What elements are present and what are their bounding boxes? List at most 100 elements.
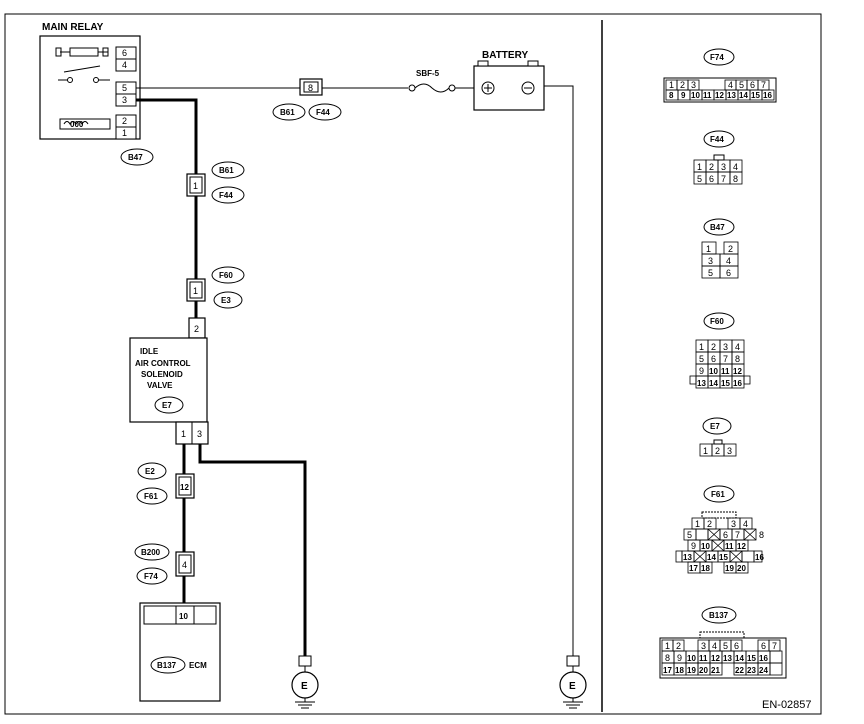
fuse-conn-pin: 8 [308, 83, 313, 93]
svg-text:4: 4 [743, 519, 748, 529]
svg-text:14: 14 [739, 91, 748, 100]
svg-text:3: 3 [691, 80, 696, 90]
svg-text:F44: F44 [710, 135, 724, 144]
connector-b61-f44-top-inner [303, 81, 319, 93]
wire-relay-to-iac [136, 98, 198, 174]
svg-text:13: 13 [727, 91, 736, 100]
relay-coil-lower-mark: 000 [70, 120, 84, 129]
relay-contact-a [67, 77, 73, 83]
svg-text:16: 16 [759, 654, 768, 663]
svg-text:16: 16 [733, 379, 742, 388]
svg-text:E2: E2 [145, 467, 155, 476]
svg-text:9: 9 [677, 653, 682, 663]
svg-text:4: 4 [735, 342, 740, 352]
svg-text:22: 22 [735, 666, 744, 675]
iac-label-1: IDLE [140, 347, 159, 356]
svg-text:16: 16 [763, 91, 772, 100]
ecm-pin: 10 [179, 612, 188, 621]
svg-text:13: 13 [697, 379, 706, 388]
svg-text:7: 7 [772, 641, 777, 651]
svg-text:7: 7 [735, 530, 740, 540]
iac-label-3: SOLENOID [141, 370, 183, 379]
tag-b61-top: B61 [272, 103, 306, 121]
svg-text:11: 11 [699, 654, 708, 663]
tag-b47: B47 [120, 148, 154, 166]
svg-text:5: 5 [739, 80, 744, 90]
svg-text:20: 20 [699, 666, 708, 675]
svg-text:2: 2 [728, 244, 733, 254]
svg-text:2: 2 [711, 342, 716, 352]
svg-text:2: 2 [715, 446, 720, 456]
iac-out-pin-b: 3 [197, 429, 202, 439]
svg-text:B200: B200 [141, 548, 161, 557]
wire-iac-to-ground [198, 444, 307, 656]
svg-text:15: 15 [719, 553, 728, 562]
svg-text:9: 9 [699, 366, 704, 376]
svg-text:3: 3 [731, 519, 736, 529]
ground-right-label: E [569, 681, 576, 692]
svg-text:12: 12 [711, 654, 720, 663]
tag-b137: B137 [150, 656, 186, 674]
svg-text:18: 18 [701, 564, 710, 573]
svg-text:9: 9 [691, 541, 696, 551]
svg-text:13: 13 [723, 654, 732, 663]
relay-pin-block [115, 46, 137, 140]
ground-right-connector [566, 655, 580, 667]
svg-text:20: 20 [737, 564, 746, 573]
svg-text:8: 8 [759, 530, 764, 540]
fuse-terminal-right [448, 84, 456, 92]
svg-text:10: 10 [687, 654, 696, 663]
relay-pin-4: 4 [122, 60, 127, 70]
svg-text:14: 14 [707, 553, 716, 562]
svg-text:F61: F61 [144, 492, 158, 501]
legend-f60: F60 1 2 3 4 5 6 7 8 9 10 11 12 13 14 15 … [689, 312, 751, 389]
svg-text:1: 1 [706, 244, 711, 254]
svg-text:6: 6 [761, 641, 766, 651]
iac-label-2: AIR CONTROL [135, 359, 191, 368]
svg-text:8: 8 [733, 174, 738, 184]
svg-text:F44: F44 [316, 108, 330, 117]
ecm-label: ECM [189, 661, 207, 670]
tag-f60: F60 [211, 266, 245, 284]
svg-text:8: 8 [669, 91, 674, 100]
connector-b61-f44-top [299, 78, 323, 96]
svg-text:B61: B61 [280, 108, 295, 117]
main-relay-label: MAIN RELAY [42, 22, 104, 33]
tag-e3: E3 [213, 291, 243, 309]
fuse-terminal-left [408, 84, 416, 92]
svg-text:7: 7 [761, 80, 766, 90]
iac-in-pin: 2 [194, 324, 199, 334]
svg-text:10: 10 [691, 91, 700, 100]
svg-text:4: 4 [726, 256, 731, 266]
svg-text:11: 11 [725, 542, 734, 551]
svg-text:24: 24 [759, 666, 768, 675]
legend-f44: F44 1 2 3 4 5 6 7 8 [693, 130, 743, 185]
svg-text:11: 11 [703, 91, 712, 100]
svg-text:4: 4 [733, 162, 738, 172]
svg-text:2: 2 [676, 641, 681, 651]
svg-text:2: 2 [707, 519, 712, 529]
tag-e2: E2 [137, 462, 167, 480]
svg-text:1: 1 [699, 342, 704, 352]
wire-battery-ground [544, 85, 574, 656]
tag-f74: F74 [136, 567, 168, 585]
svg-text:E3: E3 [221, 296, 231, 305]
svg-text:F60: F60 [710, 317, 724, 326]
svg-text:6: 6 [709, 174, 714, 184]
battery-post-neg [527, 60, 539, 67]
svg-text:23: 23 [747, 666, 756, 675]
svg-text:2: 2 [680, 80, 685, 90]
connector-f60-e3-inner [189, 281, 203, 299]
svg-text:15: 15 [751, 91, 760, 100]
ground-left-label: E [301, 681, 308, 692]
legend-b137: B137 1 2 3 4 5 6 6 7 8 9 10 11 12 13 14 … [659, 606, 787, 679]
figure-code: EN-02857 [762, 699, 812, 711]
tag-b61-mid: B61 [211, 161, 245, 179]
tag-f44-top: F44 [308, 103, 342, 121]
svg-text:6: 6 [723, 530, 728, 540]
relay-pin-6: 6 [122, 48, 127, 58]
svg-text:B61: B61 [219, 166, 234, 175]
relay-pin-3: 3 [122, 95, 127, 105]
svg-text:16: 16 [755, 553, 764, 562]
